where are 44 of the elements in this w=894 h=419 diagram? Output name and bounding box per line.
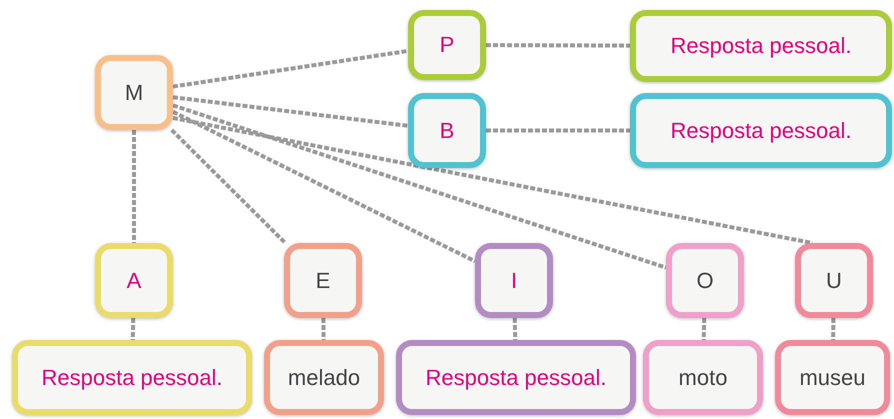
rounded-box [795, 243, 873, 318]
rounded-box [12, 340, 252, 415]
node-label: melado [288, 364, 360, 390]
node-label: A [126, 268, 142, 294]
node-label: U [826, 268, 842, 294]
rounded-box [396, 340, 636, 415]
chain-connector [486, 43, 630, 48]
node-label: M [124, 80, 144, 106]
rounded-box [284, 243, 362, 318]
chain-connector [172, 116, 813, 245]
rounded-box [408, 93, 486, 168]
node-label: moto [678, 364, 728, 390]
chain-connector [512, 318, 518, 340]
chain-connector [132, 130, 136, 243]
node-label: Resposta pessoal. [670, 118, 852, 144]
rounded-box [264, 340, 384, 415]
chain-connector [172, 95, 408, 128]
node-label: E [316, 268, 330, 294]
rounded-box [775, 340, 890, 415]
chain-connector [172, 110, 476, 263]
rounded-box [95, 243, 173, 318]
node-label: P [440, 32, 454, 58]
rounded-box [666, 243, 744, 318]
chain-connector [702, 318, 706, 340]
chain-connector [486, 128, 630, 132]
chain-connector [172, 48, 408, 89]
rounded-box [475, 243, 553, 318]
chain-connector [321, 318, 326, 340]
chain-connector [172, 103, 667, 270]
node-label: I [510, 268, 518, 294]
rounded-box [630, 93, 892, 168]
node-label: Resposta pessoal. [42, 364, 222, 390]
rounded-box [408, 10, 486, 80]
rounded-box [630, 10, 892, 82]
node-label: B [440, 118, 454, 144]
node-label: Resposta pessoal. [670, 33, 852, 59]
rounded-box [643, 340, 763, 415]
chain-connector [831, 318, 836, 340]
node-label: museu [799, 364, 866, 390]
node-label: Resposta pessoal. [426, 364, 606, 390]
chain-connector [170, 128, 287, 244]
rounded-box [95, 55, 173, 130]
chain-connector [130, 318, 136, 340]
node-label: O [696, 268, 714, 294]
